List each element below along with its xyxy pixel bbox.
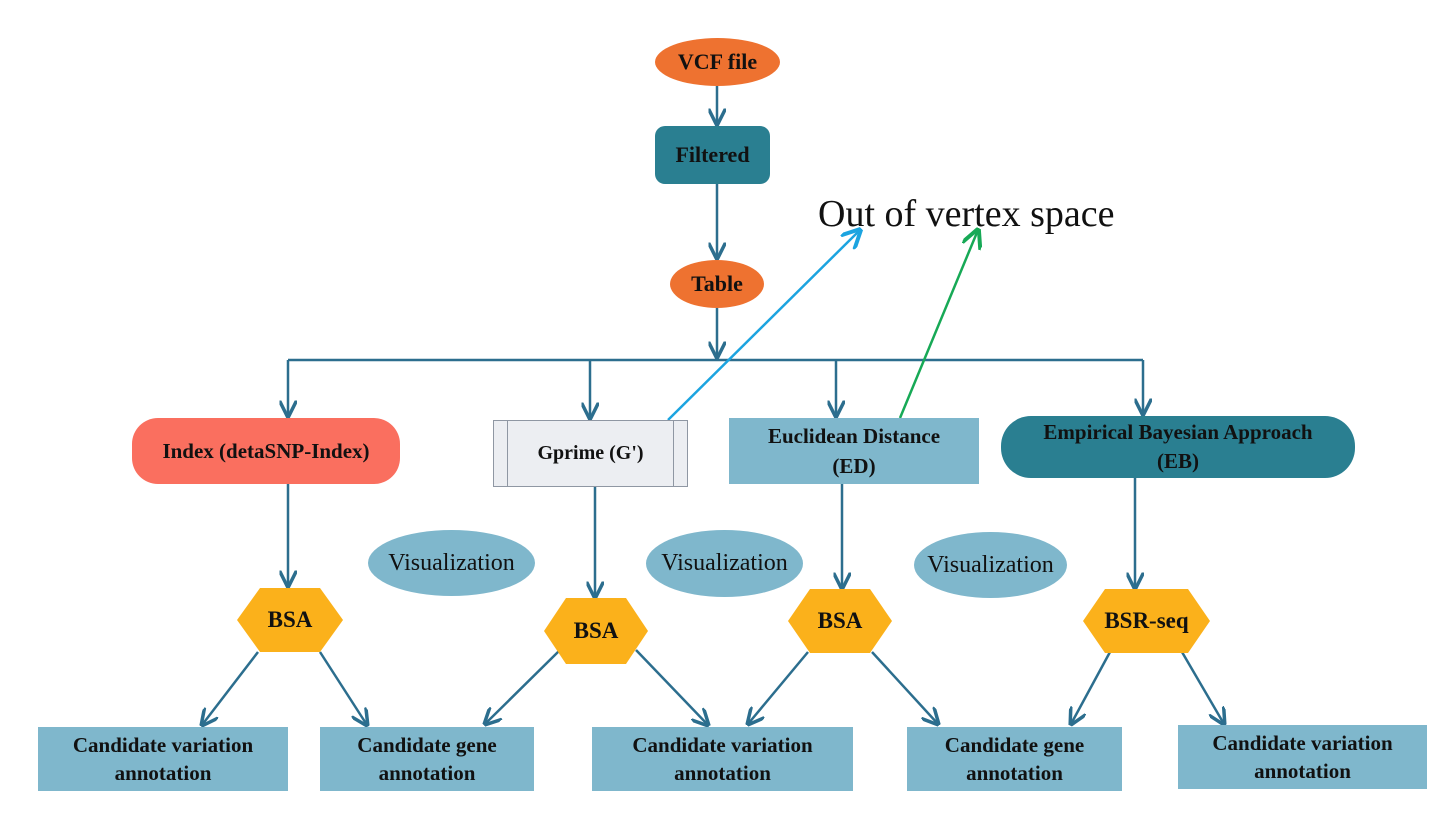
annotation-3-line1: Candidate variation: [632, 732, 813, 757]
annotation-2-line1: Candidate gene: [357, 732, 497, 757]
gprime-node: Gprime (G'): [493, 420, 688, 487]
gprime-left-bar: [507, 421, 508, 486]
euclidean-line1: Euclidean Distance: [767, 423, 941, 448]
filtered-node: Filtered: [655, 126, 770, 184]
vcf-file-node: VCF file: [655, 38, 780, 86]
bsa-label-3: BSA: [817, 608, 863, 633]
annotation-box-4: Candidate gene annotation: [907, 727, 1122, 791]
arrow-bsa1-to-annot1: [202, 651, 259, 725]
annotation-box-3: Candidate variation annotation: [592, 727, 853, 791]
eb-line2: (EB): [1157, 449, 1199, 473]
gprime-label: Gprime (G'): [537, 442, 644, 464]
annotation-box-5: Candidate variation annotation: [1178, 725, 1427, 789]
annotation-box-2: Candidate gene annotation: [320, 727, 534, 791]
annotation-5-line2: annotation: [1254, 759, 1351, 783]
bsa-hexagon-3: [788, 589, 892, 653]
arrow-euclid-to-out: [898, 230, 978, 419]
annotation-2-line2: annotation: [378, 761, 476, 785]
annotation-box-1: Candidate variation annotation: [38, 727, 288, 791]
arrow-gprime-to-out: [667, 230, 860, 421]
bsa-hexagon-1: [237, 588, 343, 652]
table-node: Table: [670, 260, 764, 308]
visualization-ellipse-3: Visualization: [914, 532, 1067, 598]
bsrseq-hexagon: [1083, 589, 1210, 653]
bsa-label-1: BSA: [267, 607, 313, 632]
visualization-ellipse-1: Visualization: [368, 530, 535, 596]
annotation-1-line2: annotation: [114, 761, 212, 785]
arrow-bsa1-to-annot2: [318, 651, 367, 725]
arrow-bsrseq-to-annot4: [1071, 651, 1112, 724]
annotation-3-line2: annotation: [674, 761, 771, 785]
out-of-vertex-space-label: Out of vertex space: [818, 193, 1115, 235]
arrow-bsa3-to-annot3: [748, 651, 809, 724]
annotation-1-line1: Candidate variation: [72, 732, 254, 757]
bsrseq-label: BSR-seq: [1104, 608, 1189, 633]
eb-line1: Empirical Bayesian Approach: [1043, 419, 1313, 444]
arrow-bsrseq-to-annot5: [1180, 651, 1224, 724]
euclidean-line2: (ED): [832, 454, 876, 478]
index-node: Index (detaSNP-Index): [132, 418, 400, 484]
visualization-ellipse-2: Visualization: [646, 530, 803, 597]
euclidean-distance-node: Euclidean Distance (ED): [729, 418, 979, 484]
bsa-hexagon-2: [544, 598, 648, 664]
annotation-4-line2: annotation: [966, 761, 1063, 785]
arrow-bsa2-to-annot3: [635, 649, 708, 725]
bsa-label-2: BSA: [573, 618, 619, 643]
empirical-bayesian-node: Empirical Bayesian Approach (EB): [1001, 416, 1355, 478]
arrow-bsa2-to-annot2: [485, 649, 561, 724]
annotation-5-line1: Candidate variation: [1212, 730, 1393, 755]
gprime-right-bar: [673, 421, 674, 486]
annotation-4-line1: Candidate gene: [944, 732, 1085, 757]
arrow-bsa3-to-annot4: [871, 651, 938, 724]
